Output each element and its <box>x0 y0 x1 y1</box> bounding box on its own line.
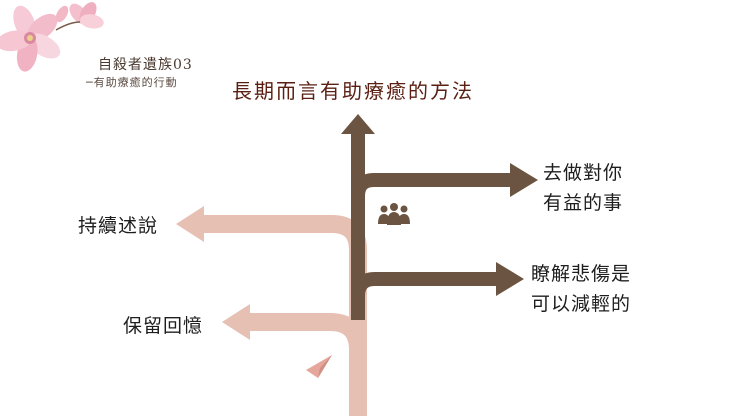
main-arrowhead <box>341 114 375 134</box>
flower-decoration <box>0 2 104 72</box>
people-group-icon <box>378 203 410 225</box>
header-title: 自殺者遺族03 <box>98 57 193 73</box>
label-left-lower: 保留回憶 <box>123 315 204 337</box>
right-upper-arrow <box>351 173 512 232</box>
paper-plane-icon <box>306 355 332 378</box>
label-right-upper: 去做對你 有益的事 <box>543 162 624 214</box>
right-lower-arrow <box>351 272 498 320</box>
label-right-lower: 瞭解悲傷是 可以減輕的 <box>531 263 632 315</box>
main-title: 長期而言有助療癒的方法 <box>232 79 474 103</box>
header-subtitle: ─有助療癒的行動 <box>86 76 178 89</box>
left-lower-arrow <box>236 313 367 416</box>
label-left-upper: 持續述說 <box>78 215 159 237</box>
